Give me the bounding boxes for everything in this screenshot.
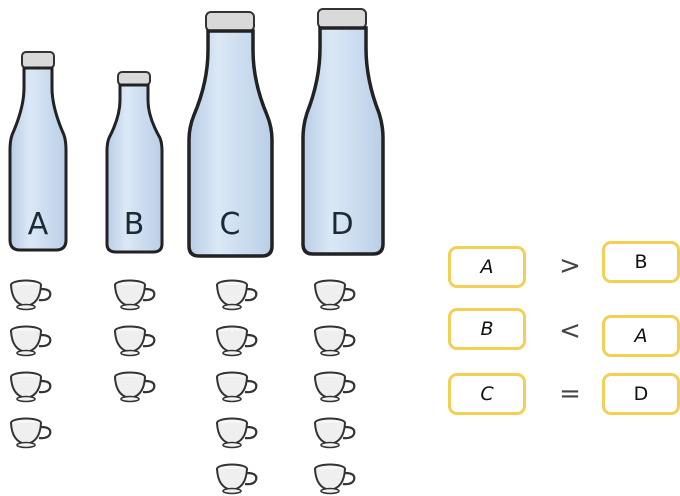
cup-icon	[215, 463, 258, 495]
compare-operator-3: =	[559, 379, 581, 409]
cup-icon	[215, 279, 258, 311]
cup-icon	[9, 371, 52, 403]
milk-bottle-icon	[8, 66, 68, 252]
bottle-label-b: B	[124, 207, 145, 242]
compare-operator-2: <	[559, 316, 581, 346]
cup-icon	[113, 371, 156, 403]
compare-left-box-3[interactable]: C	[448, 373, 526, 415]
cup-icon	[313, 417, 356, 449]
cup-icon	[113, 325, 156, 357]
cup-icon	[9, 325, 52, 357]
bottle-label-d: D	[330, 207, 353, 242]
milk-bottle-icon	[105, 83, 164, 254]
bottle-d: D	[301, 8, 385, 256]
compare-right-box-1[interactable]: B	[602, 241, 680, 283]
cup-icon	[313, 463, 356, 495]
bottle-a: A	[8, 51, 68, 252]
milk-bottle-icon	[187, 29, 274, 258]
cup-icon	[215, 371, 258, 403]
bottle-b: B	[105, 71, 164, 254]
cup-icon	[215, 417, 258, 449]
cup-icon	[9, 417, 52, 449]
cup-icon	[9, 279, 52, 311]
compare-left-box-2[interactable]: B	[448, 308, 526, 350]
cup-icon	[313, 325, 356, 357]
compare-operator-1: >	[559, 251, 581, 281]
compare-right-box-3[interactable]: D	[602, 373, 680, 415]
cup-icon	[113, 279, 156, 311]
cup-icon	[215, 325, 258, 357]
milk-bottle-icon	[301, 26, 385, 256]
cup-icon	[313, 279, 356, 311]
bottle-label-c: C	[220, 207, 241, 242]
bottle-c: C	[187, 11, 274, 258]
cups-grid	[9, 279, 356, 495]
bottle-label-a: A	[28, 207, 49, 242]
cup-icon	[313, 371, 356, 403]
compare-left-box-1[interactable]: A	[448, 246, 526, 288]
compare-right-box-2[interactable]: A	[602, 315, 680, 357]
